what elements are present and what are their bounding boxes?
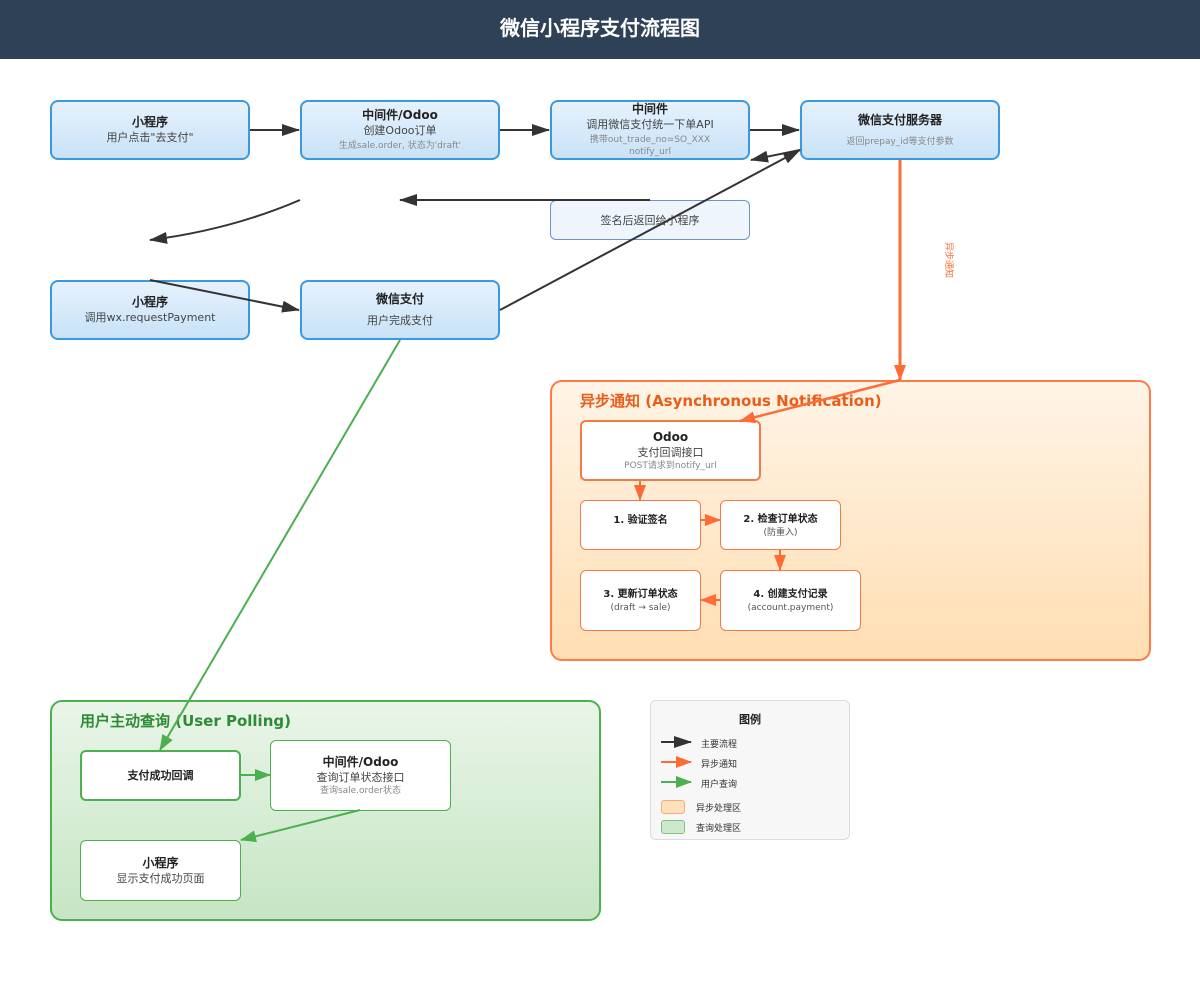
node-title: 小程序: [131, 115, 168, 129]
node-title: 支付成功回调: [127, 769, 194, 782]
node-wechat-pay: 微信支付 用户完成支付: [300, 280, 500, 340]
legend-label-async: 异步通知: [701, 760, 738, 770]
legend-swatches: [661, 736, 692, 788]
step-sub: (account.payment): [747, 603, 834, 613]
node-middleware-order: 中间件/Odoo 创建Odoo订单 生成sale.order, 状态为'draf…: [300, 100, 500, 160]
node-title: 小程序: [142, 855, 179, 870]
node-title: 小程序: [131, 295, 168, 309]
step-create-payment: 4. 创建支付记录 (account.payment): [720, 570, 861, 631]
node-note: 携带out_trade_no=SO_XXX: [589, 135, 711, 145]
node-note: 返回prepay_id等支付参数: [846, 136, 954, 147]
step-update-order-status: 3. 更新订单状态 (draft → sale): [580, 570, 701, 631]
node-text: 调用wx.requestPayment: [84, 311, 216, 324]
legend-swatch-poll-area: [661, 820, 685, 834]
step-verify-signature: 1. 验证签名: [580, 500, 701, 550]
node-text: 用户完成支付: [367, 314, 433, 327]
node-note: POST请求到notify_url: [624, 460, 717, 471]
legend-title: 图例: [739, 713, 761, 726]
arrow-query-to-success: [240, 809, 361, 843]
node-text: 查询订单状态接口: [316, 770, 405, 784]
node-text: 支付回调接口: [637, 445, 704, 459]
legend-label-poll-area: 查询处理区: [696, 824, 742, 834]
page-title: 微信小程序支付流程图: [0, 0, 1200, 59]
node-title: 中间件/Odoo: [362, 108, 438, 122]
node-query-order: 中间件/Odoo 查询订单状态接口 查询sale.order状态: [270, 740, 451, 811]
node-text: 用户点击"去支付": [106, 131, 194, 144]
node-text: 调用微信支付统一下单API: [586, 118, 714, 131]
arrow-poll-to-callback: [159, 339, 401, 751]
legend-swatch-async-area: [661, 800, 685, 814]
arrow-pay-to-server: [499, 149, 801, 311]
legend: 图例 主要流程 异步通知 用户查询 异步处理区 查询处理区: [650, 700, 850, 840]
step-sub: (draft → sale): [610, 603, 671, 613]
legend-label-async-area: 异步处理区: [696, 804, 742, 814]
node-odoo-callback: Odoo 支付回调接口 POST请求到notify_url: [580, 420, 761, 481]
node-payment-callback: 支付成功回调: [80, 750, 241, 801]
polling-region-title: 用户主动查询 (User Polling): [80, 712, 291, 730]
node-show-success: 小程序 显示支付成功页面: [80, 840, 241, 901]
node-title: 微信支付服务器: [857, 112, 942, 127]
step-title: 3. 更新订单状态: [603, 589, 678, 600]
step-sub: (防重入): [763, 527, 798, 538]
node-text: 显示支付成功页面: [116, 871, 205, 885]
arrow-curve-to-mp: [149, 199, 301, 244]
node-text: 创建Odoo订单: [363, 124, 437, 137]
legend-label-poll: 用户查询: [701, 780, 738, 790]
step-title: 2. 检查订单状态: [743, 513, 818, 525]
node-note: 生成sale.order, 状态为'draft': [338, 141, 462, 151]
arrow-async-to-odoo: [739, 378, 901, 424]
node-title: 微信支付: [375, 292, 424, 306]
node-miniprogram-pay: 小程序 用户点击"去支付": [50, 100, 250, 160]
node-note: notify_url: [629, 147, 671, 157]
node-wechat-pay-server: 微信支付服务器 返回prepay_id等支付参数: [800, 100, 1000, 160]
step-title: 4. 创建支付记录: [753, 589, 828, 600]
node-title: 中间件/Odoo: [322, 754, 399, 769]
arrow-request-to-pay: [149, 279, 300, 313]
node-note: 查询sale.order状态: [319, 785, 402, 796]
node-middleware-api: 中间件 调用微信支付统一下单API 携带out_trade_no=SO_XXX …: [550, 100, 750, 160]
edge-label-async: 异步通知: [943, 242, 955, 278]
step-title: 1. 验证签名: [613, 514, 668, 526]
node-title: Odoo: [652, 429, 689, 444]
node-miniprogram-request: 小程序 调用wx.requestPayment: [50, 280, 250, 340]
node-title: 中间件: [631, 102, 668, 116]
step-check-order-status: 2. 检查订单状态 (防重入): [720, 500, 841, 550]
legend-label-main: 主要流程: [701, 740, 738, 750]
async-region-title: 异步通知 (Asynchronous Notification): [580, 392, 882, 410]
